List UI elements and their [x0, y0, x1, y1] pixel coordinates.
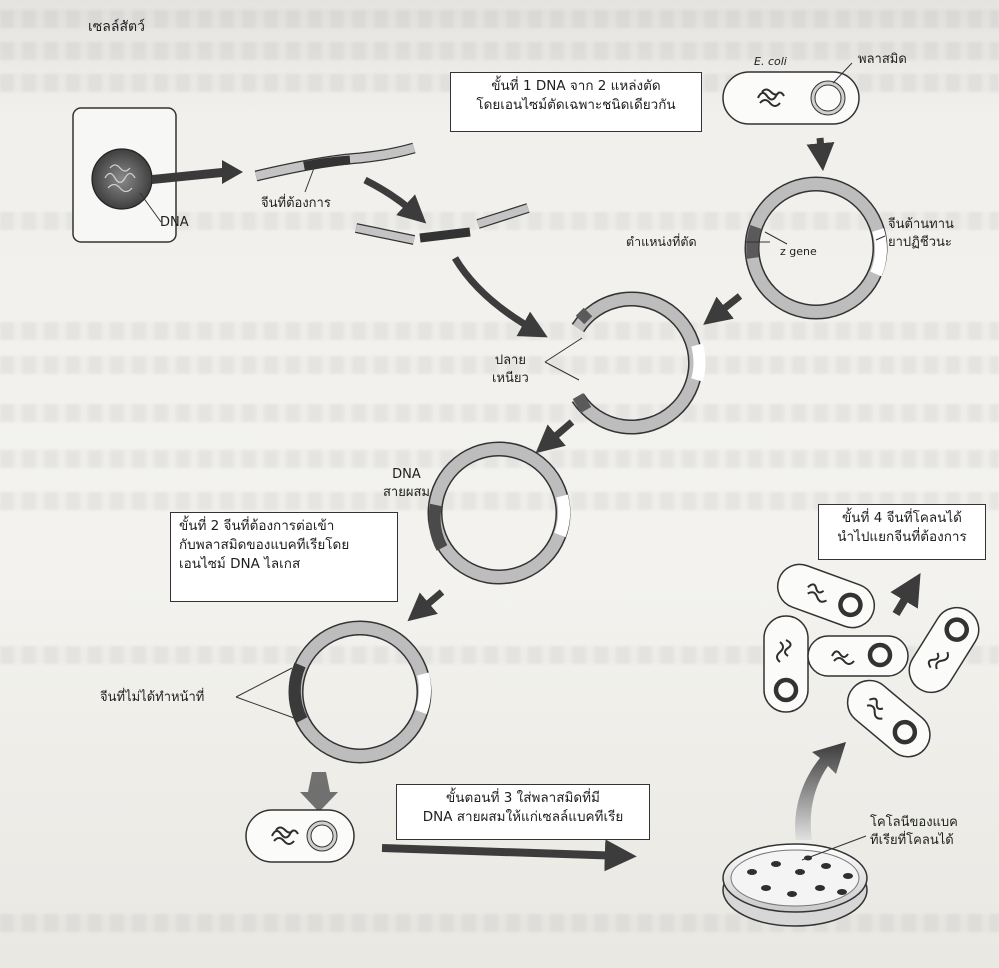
ecoli-label: E. coli: [754, 54, 787, 70]
petri-dish: [723, 836, 867, 926]
recombinant-plasmid: [435, 449, 565, 577]
recombinant-dna-label: DNA สายผสม: [383, 466, 430, 502]
colony-pick-arrow: [795, 742, 846, 840]
culture-arrow: [382, 848, 624, 856]
transform-arrow: [300, 772, 338, 812]
step-2-box: ขั้นที่ 2 จีนที่ต้องการต่อเข้า กับพลาสมิ…: [170, 512, 398, 602]
dna-label: DNA: [160, 215, 189, 231]
animal-cell-label: เซลล์สัตว์: [88, 19, 145, 35]
cut-site-label: ตำแหน่งที่ตัด: [626, 234, 697, 250]
transformed-bacterium: [246, 810, 354, 862]
nonfunctional-plasmid: [236, 628, 425, 756]
step-1-box: ขั้นที่ 1 DNA จาก 2 แหล่งตัด โดยเอนไซม์ต…: [450, 72, 702, 132]
nonfunc-arrow: [416, 592, 442, 614]
sticky-ends-label: ปลาย เหนียว: [492, 352, 529, 388]
isolate-arrow: [896, 584, 914, 614]
insert-arrow: [455, 258, 538, 332]
ecoli-cell: [723, 63, 859, 124]
cut-arrow: [365, 180, 418, 216]
opened-plasmid: [545, 299, 699, 427]
open-arrow: [712, 296, 740, 318]
gene-of-interest-label: จีนที่ต้องการ: [261, 196, 331, 212]
antibiotic-resistance-label: จีนต้านทาน ยาปฏิชีวนะ: [888, 216, 954, 252]
plasmid-label: พลาสมิด: [858, 52, 907, 68]
ligate-arrow: [544, 422, 572, 446]
cut-fragments: [356, 208, 528, 240]
step-4-box: ขั้นที่ 4 จีนที่โคลนได้ นำไปแยกจีนที่ต้อ…: [818, 504, 986, 560]
plasmid-arrow: [820, 138, 822, 160]
nucleus: [92, 149, 152, 209]
z-gene-label: z gene: [780, 244, 817, 260]
animal-dna-strand: [256, 148, 414, 192]
bacterial-colony-label: โคโลนีของแบค ทีเรียที่โคลนได้: [870, 814, 958, 850]
cloned-bacteria: [764, 558, 987, 765]
nonfunctional-gene-label: จีนที่ไม่ได้ทำหน้าที่: [100, 690, 204, 706]
step-3-box: ขั้นตอนที่ 3 ใส่พลาสมิดที่มี DNA สายผสมใ…: [396, 784, 650, 840]
